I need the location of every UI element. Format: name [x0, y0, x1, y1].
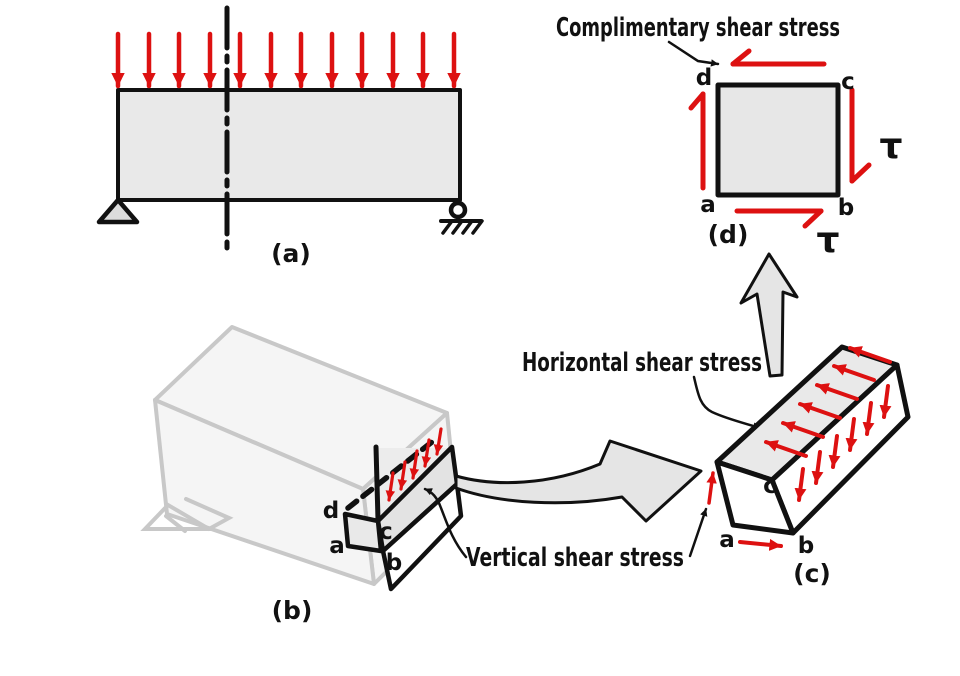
ghost-support [140, 497, 234, 533]
front-shear-arrow [828, 434, 841, 469]
corner-letter-b: b [798, 533, 814, 559]
beam-loading-diagram: (a) [96, 5, 484, 268]
small-shear-arrow [397, 460, 408, 491]
vertical-leader-to-c [688, 507, 708, 558]
vertical-leader-to-b [423, 487, 468, 559]
top-shear-arrow [798, 402, 842, 420]
front-shear-arrow [794, 467, 807, 502]
corner-letter-c: c [763, 473, 777, 499]
beam-3d-cut: d a c b (b) [140, 325, 464, 625]
arrow-barb [802, 208, 824, 229]
flow-arrows [454, 252, 799, 523]
small-shear-arrow [421, 438, 432, 468]
arrow-barb [849, 162, 872, 184]
complimentary-shear-label: Complimentary shear stress [556, 13, 840, 43]
arrow-barb [688, 91, 706, 111]
corner-letter-a: a [719, 527, 735, 553]
corner-letter-d: d [323, 498, 339, 524]
small-shear-arrow [409, 449, 420, 480]
front-shear-arrow [862, 401, 875, 436]
shear-element-3d: Horizontal shear stress c a b (c) [522, 344, 911, 588]
section-label-a: (a) [271, 239, 311, 268]
flow-arrow-up [739, 252, 799, 378]
corner-letter-d: d [696, 65, 712, 91]
cut-edge-vertical [373, 444, 381, 523]
complimentary-leader-arrow [667, 40, 720, 67]
section-label-b: (b) [272, 596, 313, 625]
flow-arrow-right [454, 439, 703, 523]
section-label-d: (d) [708, 220, 749, 249]
front-shear-arrow [811, 450, 824, 485]
stress-element-square: Complimentary shear stress d c a b τ τ (… [556, 13, 903, 261]
shear-arrows-square [688, 48, 872, 229]
horizontal-shear-arrows [764, 346, 892, 458]
front-shear-arrow [879, 384, 892, 419]
tau-symbol-right: τ [880, 126, 903, 167]
small-shear-arrow [385, 471, 396, 502]
corner-letter-a: a [700, 192, 716, 218]
vertical-shear-annotation: Vertical shear stress [423, 487, 708, 573]
side-shear-arrow-up [706, 471, 717, 505]
small-shear-arrow [433, 427, 444, 456]
top-shear-arrow [815, 383, 859, 401]
horizontal-leader-arrow [692, 375, 762, 430]
element-end-face [714, 459, 796, 536]
top-shear-arrow [781, 421, 825, 439]
section-label-c: (c) [793, 559, 831, 588]
arrow-barb [730, 48, 752, 67]
top-shear-arrow [832, 364, 876, 382]
vertical-shear-arrows-b [385, 427, 444, 502]
bottom-shear-arrow-right [738, 538, 783, 551]
top-shear-arrow [848, 346, 892, 364]
corner-letter-a: a [329, 533, 345, 559]
element-square [715, 82, 841, 198]
distributed-load-arrows [111, 31, 461, 89]
horizontal-shear-label: Horizontal shear stress [522, 348, 762, 378]
pin-support [96, 197, 140, 225]
corner-letter-c: c [841, 69, 855, 95]
top-shear-arrow [764, 440, 808, 458]
beam-body [116, 88, 462, 202]
tau-symbol-bottom: τ [817, 220, 840, 261]
front-shear-arrow [845, 417, 858, 452]
roller-support [439, 200, 484, 235]
vertical-shear-label: Vertical shear stress [466, 543, 684, 573]
vertical-shear-arrows-c [794, 384, 892, 502]
corner-letter-c: c [379, 519, 393, 545]
ghost-beam-front-face [153, 398, 376, 586]
corner-letter-b: b [838, 195, 854, 221]
corner-letter-b: b [386, 550, 402, 576]
element-end-face [342, 511, 384, 554]
